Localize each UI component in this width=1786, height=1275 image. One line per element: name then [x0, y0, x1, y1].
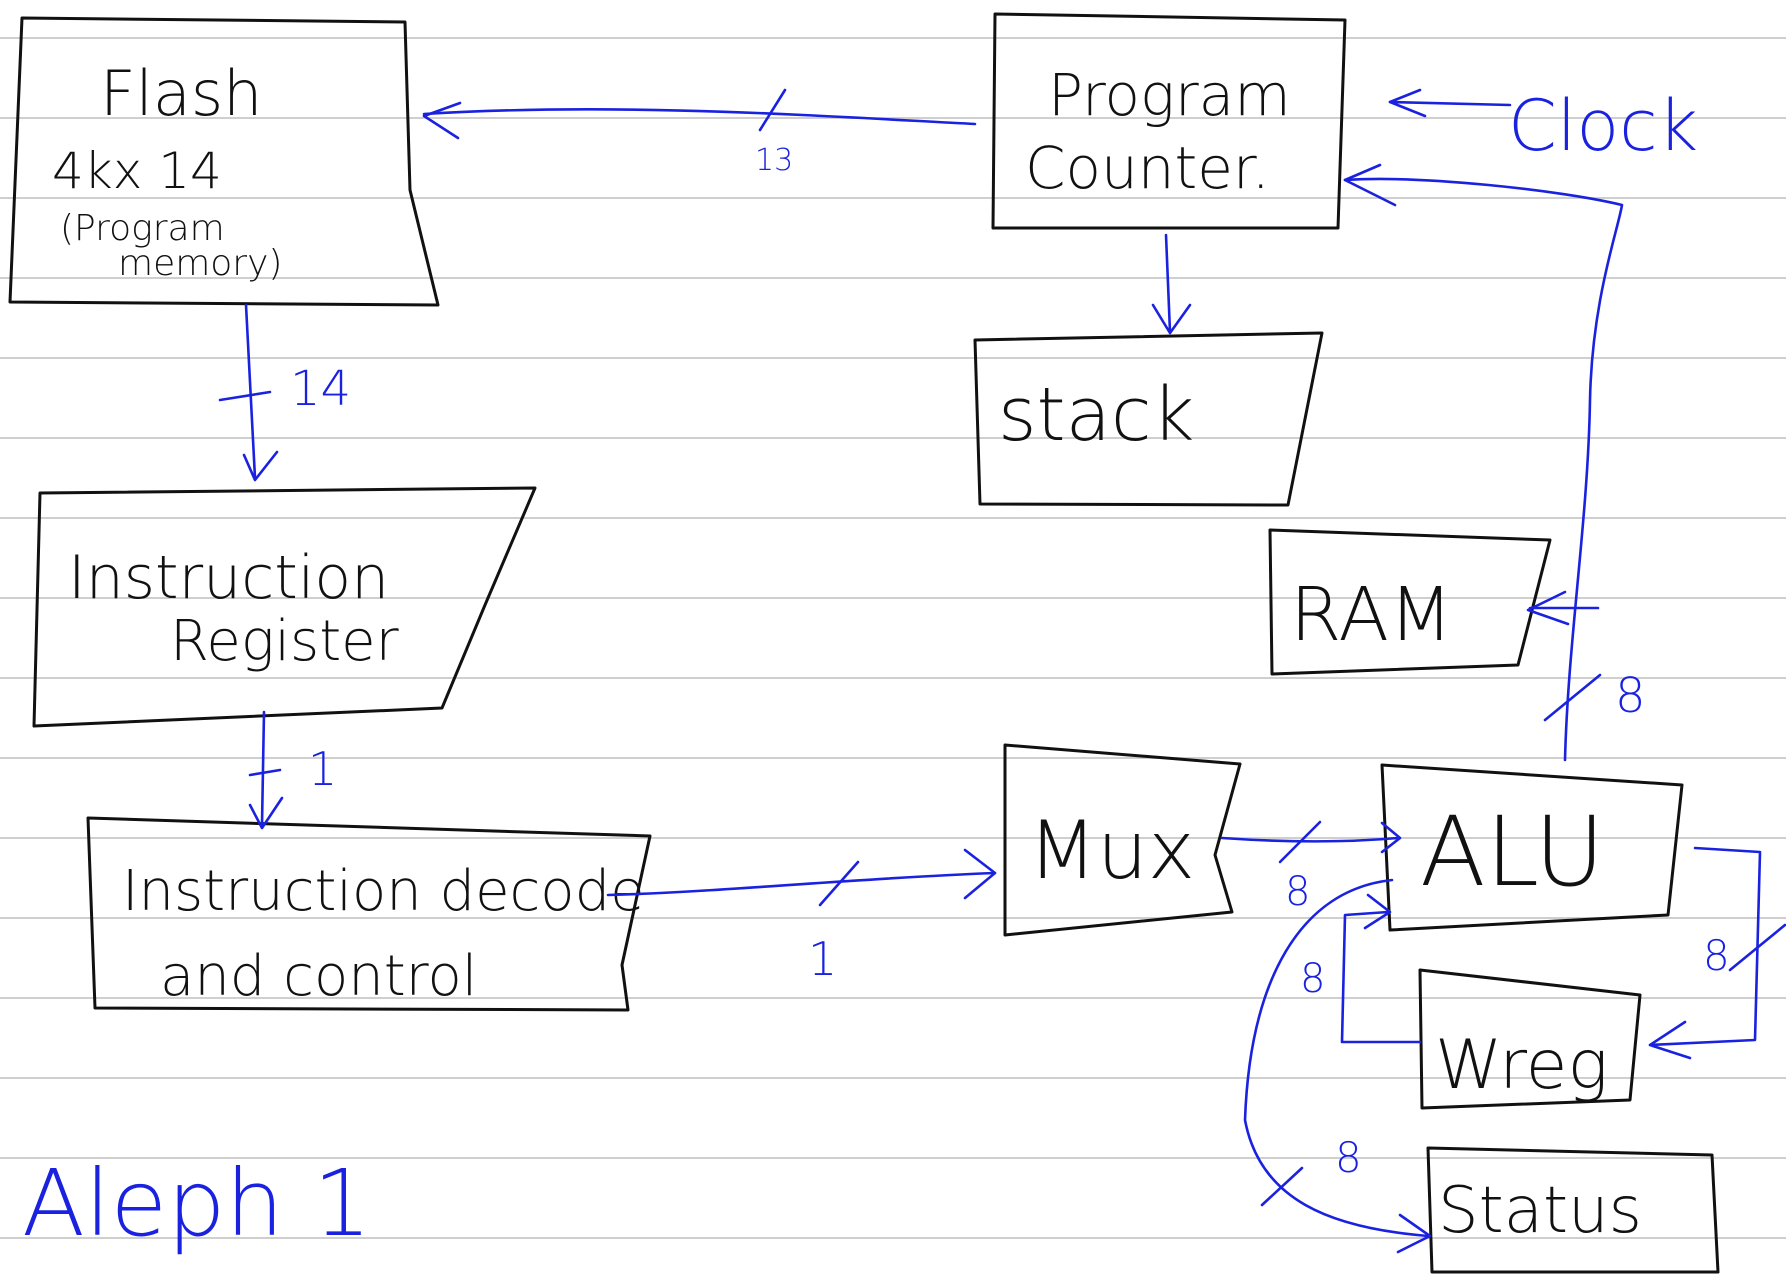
- mux-block: Mux: [1003, 743, 1242, 937]
- mux-to-alu-width: 8: [1285, 869, 1310, 915]
- status-block: Status: [1426, 1146, 1720, 1274]
- clock-label: Clock: [1508, 85, 1698, 167]
- pc-to-flash-width: 13: [755, 143, 793, 178]
- stack-block: stack: [973, 331, 1324, 507]
- alu-to-ram-pc-bus: 8: [1343, 163, 1646, 762]
- notes-title: Aleph 1: [22, 1150, 372, 1257]
- alu-to-wreg-width: 8: [1703, 931, 1730, 980]
- alu-label: ALU: [1420, 796, 1605, 908]
- clock-signal: Clock: [1388, 85, 1698, 167]
- program-counter-block: Program Counter.: [991, 12, 1347, 230]
- flash-note-line1: (Program: [60, 208, 225, 249]
- flash-size: 4kx 14: [52, 142, 222, 200]
- alu-to-status-bus: 8: [1243, 878, 1432, 1254]
- instruction-decode-line2: and control: [160, 944, 477, 1009]
- wreg-to-alu-width: 8: [1300, 956, 1325, 1002]
- decode-to-mux-bus: 1: [606, 848, 997, 986]
- wreg-block: Wreg: [1418, 968, 1642, 1110]
- ram-label: RAM: [1290, 572, 1453, 658]
- mux-to-alu-bus: 8: [1220, 820, 1402, 915]
- stack-label: stack: [998, 372, 1194, 458]
- flash-to-ir-bus: 14: [218, 303, 351, 482]
- program-counter-line1: Program: [1048, 61, 1291, 129]
- instruction-register-block: Instruction Register: [32, 486, 537, 728]
- status-label: Status: [1438, 1174, 1642, 1248]
- program-counter-line2: Counter.: [1025, 134, 1270, 202]
- ram-block: RAM: [1268, 528, 1552, 676]
- instruction-register-line1: Instruction: [68, 543, 389, 613]
- ir-to-decode-width: 1: [308, 742, 337, 796]
- notes: Aleph 1: [22, 1150, 372, 1257]
- flash-to-ir-width: 14: [290, 361, 351, 417]
- alu-to-ram-width: 8: [1615, 668, 1646, 724]
- pc-to-stack: [1151, 233, 1192, 335]
- ir-to-decode-bus: 1: [248, 710, 337, 830]
- alu-to-wreg-bus: 8: [1648, 846, 1786, 1060]
- flash-note-line2: memory): [118, 243, 282, 284]
- wreg-label: Wreg: [1435, 1026, 1608, 1105]
- pc-to-flash-bus: 13: [422, 88, 977, 178]
- wreg-to-alu-bus: 8: [1300, 893, 1422, 1044]
- notebook-rules: [0, 37, 1786, 1239]
- flash-block: Flash 4kx 14 (Program memory): [8, 16, 440, 307]
- flash-title: Flash: [100, 57, 262, 130]
- alu-to-status-width: 8: [1335, 1133, 1362, 1182]
- decode-to-mux-width: 1: [808, 932, 837, 986]
- instruction-decode-block: Instruction decode and control: [86, 816, 652, 1012]
- instruction-register-line2: Register: [170, 609, 399, 674]
- instruction-decode-line1: Instruction decode: [122, 859, 645, 924]
- alu-block: ALU: [1380, 763, 1684, 932]
- mux-label: Mux: [1028, 804, 1195, 897]
